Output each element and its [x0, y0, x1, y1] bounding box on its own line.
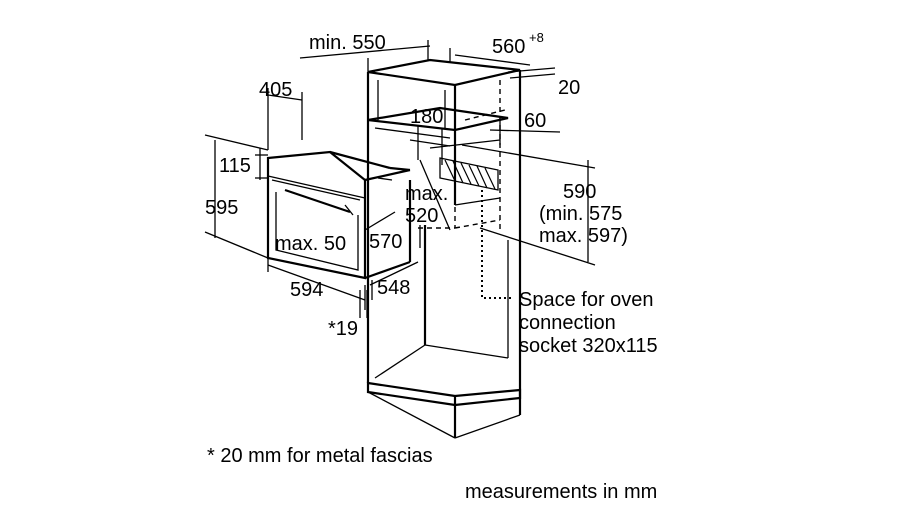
units-note: measurements in mm	[465, 481, 657, 503]
label-548: 548	[377, 277, 410, 299]
label-405: 405	[259, 79, 292, 101]
label-570: 570	[369, 231, 402, 253]
label-min-550: min. 550	[309, 32, 386, 54]
label-590: 590	[563, 181, 596, 203]
label-594: 594	[290, 279, 323, 301]
label-max-597: max. 597)	[539, 225, 628, 247]
label-max: max.	[405, 183, 448, 205]
label-560-tolerance: +8	[529, 30, 544, 45]
label-520: 520	[405, 205, 438, 227]
label-min-575: (min. 575	[539, 203, 622, 225]
label-star-19: *19	[328, 318, 358, 340]
footnote: * 20 mm for metal fascias	[207, 445, 433, 467]
label-socket-line-1: Space for oven	[519, 289, 654, 311]
cabinet-drawing	[366, 58, 522, 439]
label-max-50: max. 50	[275, 233, 346, 255]
label-60: 60	[524, 110, 546, 132]
label-115: 115	[219, 155, 251, 177]
dimension-lines	[204, 40, 596, 318]
label-180: 180	[410, 106, 443, 128]
label-595: 595	[205, 197, 238, 219]
label-560: 560	[492, 36, 525, 58]
oven-drawing	[266, 150, 412, 280]
label-socket-line-2: connection	[519, 312, 616, 334]
label-20: 20	[558, 77, 580, 99]
label-socket-line-3: socket 320x115	[519, 335, 658, 357]
dimension-labels: min. 550 560 +8 20 405 180 60 115 595 ma…	[205, 30, 658, 357]
